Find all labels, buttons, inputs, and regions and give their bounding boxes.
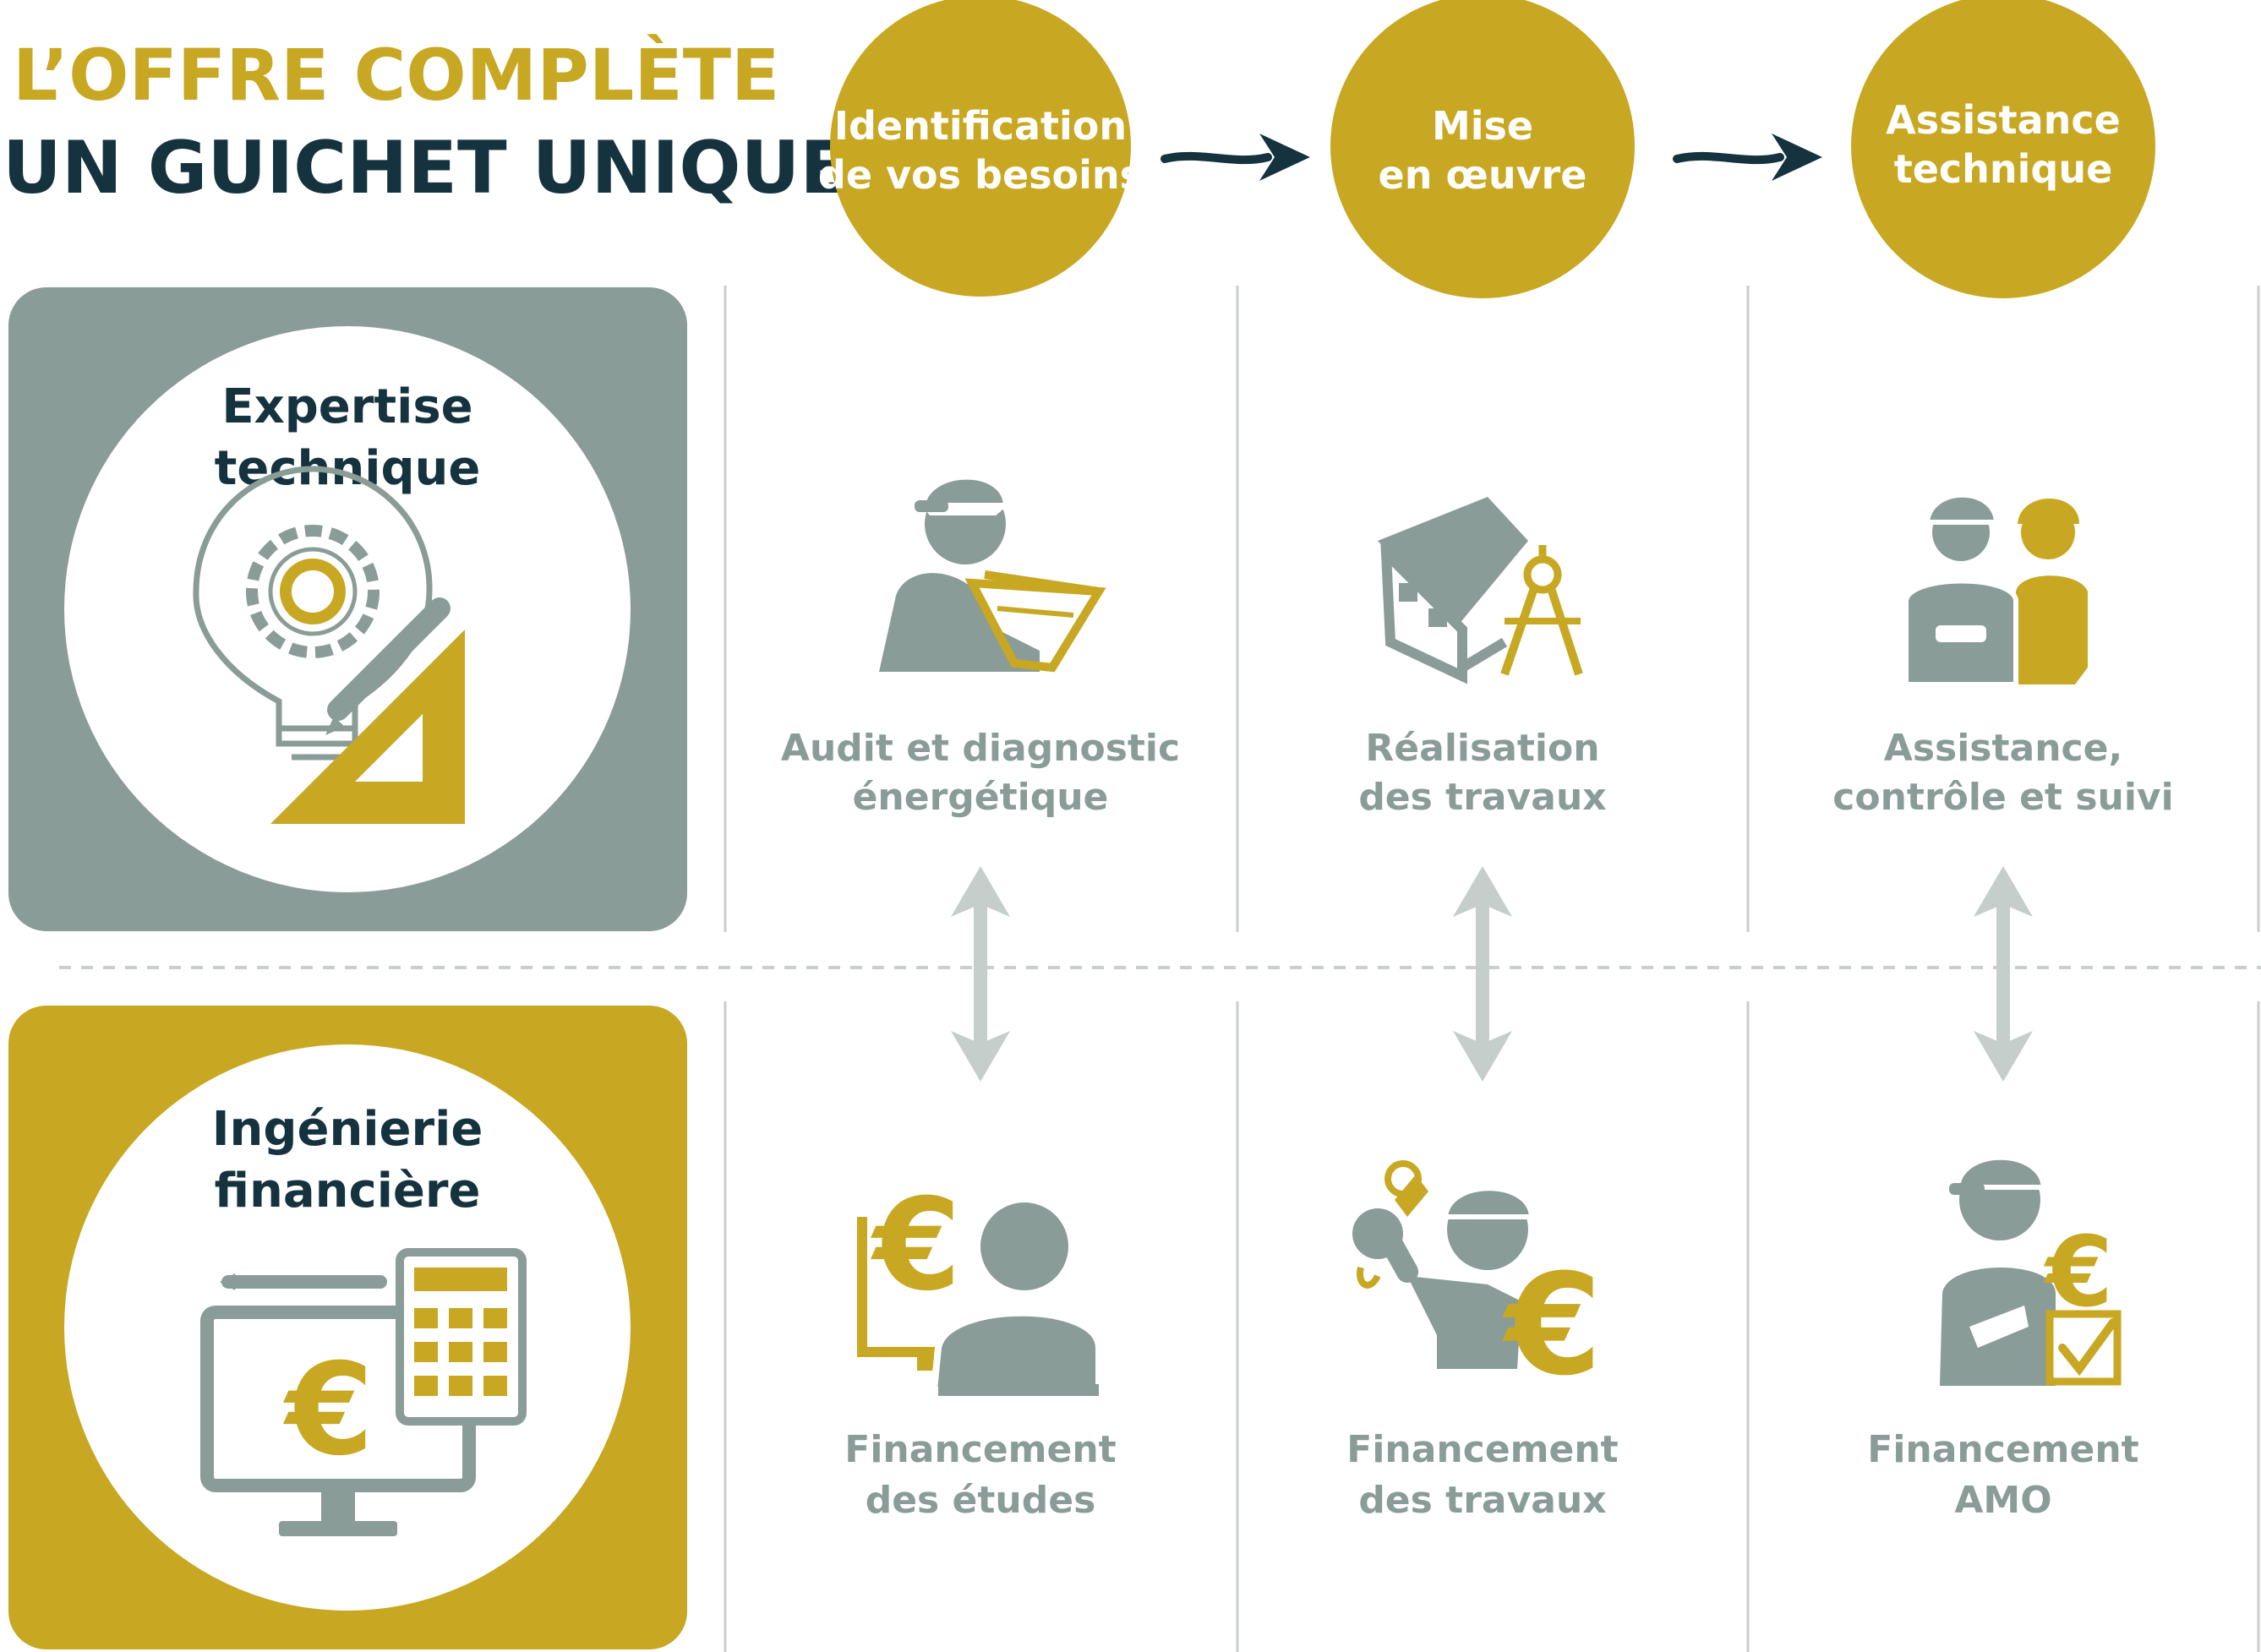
financing-studies-line1: Financement <box>844 1428 1116 1471</box>
panel-technical-line1: Expertise <box>221 379 472 434</box>
step-identification-line2: de vos besoins <box>818 152 1143 198</box>
study-financing-icon: € <box>857 1172 1102 1396</box>
amo-financing-icon: € <box>1940 1154 2122 1386</box>
step-implementation: Mise en œuvre <box>1330 0 1635 298</box>
service-works-line1: Réalisation <box>1365 727 1599 770</box>
set-square-icon <box>270 597 465 824</box>
euro-icon: € <box>283 1337 374 1484</box>
step-assistance-line2: technique <box>1894 146 2113 192</box>
panel-technical-line2: technique <box>215 441 481 496</box>
computer-calculator-icon: € <box>200 1248 527 1536</box>
euro-icon: € <box>871 1172 961 1319</box>
financing-studies-line2: des études <box>866 1479 1096 1522</box>
house-compass-icon <box>1378 497 1583 684</box>
financing-amo-line1: Financement <box>1867 1428 2138 1471</box>
step-arrow-1 <box>1161 134 1310 181</box>
link-arrow-2 <box>1453 866 1512 1082</box>
panel-financial-line2: financière <box>215 1164 481 1219</box>
step-arrow-2 <box>1673 134 1822 181</box>
step-identification: Identification de vos besoins <box>818 0 1143 297</box>
step-identification-line1: Identification <box>834 103 1127 149</box>
works-financing-icon: € <box>1352 1160 1603 1406</box>
financing-works-line2: des travaux <box>1358 1479 1606 1522</box>
service-assistance-line1: Assistance, <box>1884 727 2122 770</box>
two-workers-icon <box>1903 492 2088 687</box>
panel-financial-engineering: Ingénierie financière € <box>8 1006 687 1649</box>
title-line2: UN GUICHET UNIQUE <box>3 126 849 210</box>
financing-works-line1: Financement <box>1346 1428 1618 1471</box>
step-implementation-line1: Mise <box>1432 103 1533 149</box>
financing-amo-line2: AMO <box>1954 1479 2051 1522</box>
engineer-plans-icon <box>879 474 1106 673</box>
service-assistance-line2: contrôle et suivi <box>1832 776 2173 819</box>
service-audit-line1: Audit et diagnostic <box>781 727 1180 770</box>
lightbulb-gear-icon <box>193 466 433 761</box>
column-separators <box>724 286 2260 1652</box>
service-works-line2: des travaux <box>1358 776 1606 819</box>
euro-icon: € <box>1502 1244 1603 1406</box>
link-arrow-3 <box>1974 866 2033 1082</box>
title-line1: L’OFFRE COMPLÈTE <box>13 34 779 117</box>
step-implementation-line2: en œuvre <box>1379 152 1587 198</box>
link-arrow-1 <box>951 866 1010 1082</box>
panel-technical-expertise: Expertise technique <box>8 287 687 931</box>
service-audit-line2: énergétique <box>853 776 1109 819</box>
panel-financial-line1: Ingénierie <box>212 1102 483 1157</box>
step-assistance: Assistance technique <box>1851 0 2155 298</box>
step-assistance-line1: Assistance <box>1886 97 2121 143</box>
